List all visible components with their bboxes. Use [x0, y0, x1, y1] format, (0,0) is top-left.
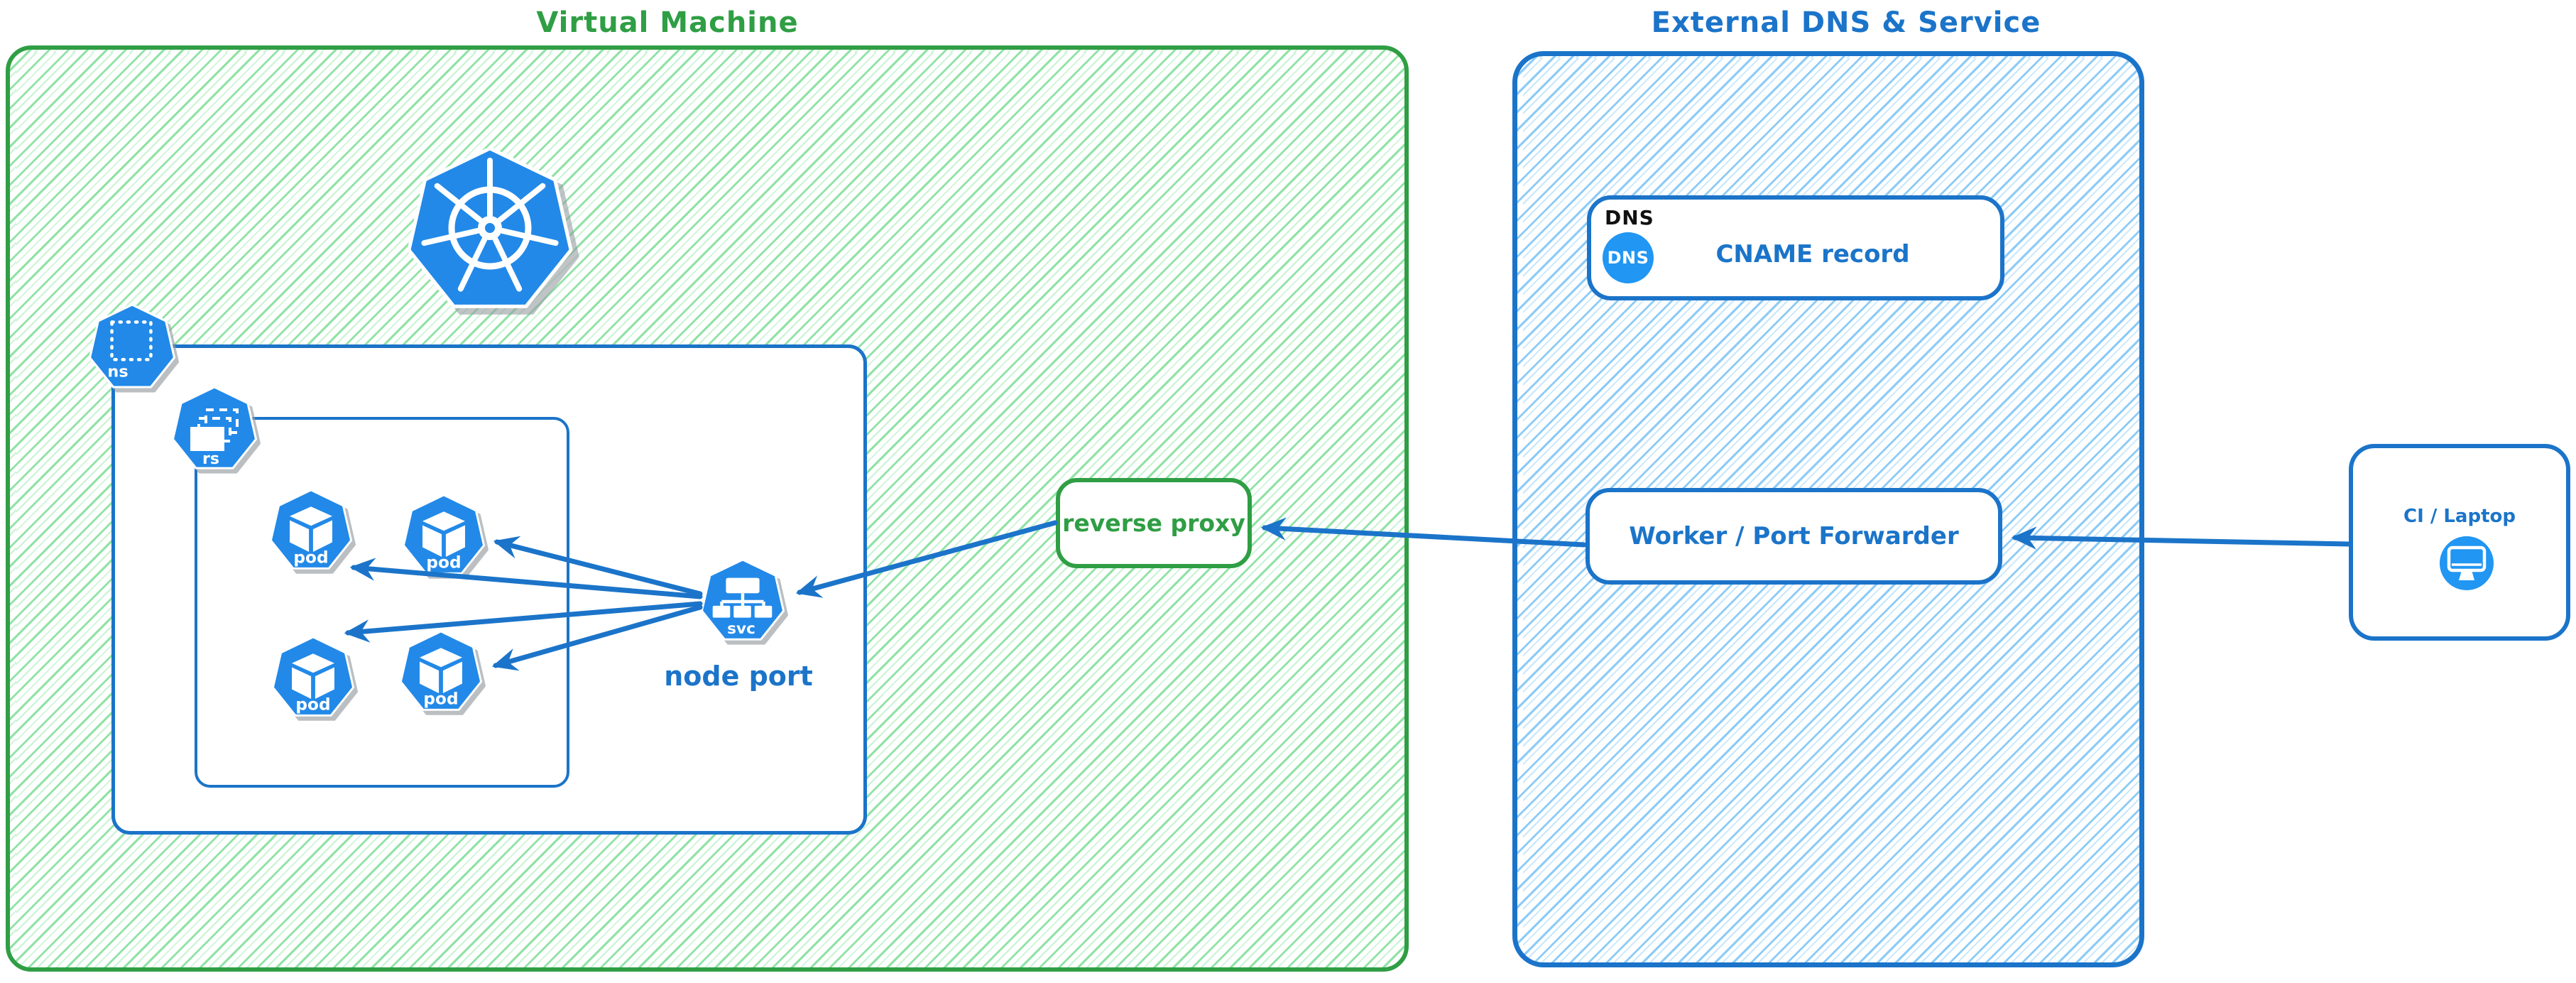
dns-tag-label: DNS — [1605, 206, 1654, 229]
cname-record-box — [1587, 195, 2004, 300]
dns-badge-icon: DNS — [1603, 232, 1654, 283]
pod-icon: pod — [270, 490, 352, 570]
kubernetes-logo-icon — [407, 148, 573, 308]
reverse-proxy-box: reverse proxy — [1056, 478, 1252, 568]
worker-port-forwarder-box: Worker / Port Forwarder — [1586, 488, 2002, 585]
dns-badge-label: DNS — [1607, 248, 1649, 268]
cname-record-label: CNAME record — [1715, 240, 1910, 268]
pod-icon: pod — [272, 637, 354, 717]
worker-port-forwarder-label: Worker / Port Forwarder — [1629, 522, 1959, 550]
pod-icon: pod — [403, 495, 485, 575]
node-port-label: node port — [664, 661, 813, 692]
replicaset-icon: rs — [172, 387, 257, 469]
pod-label: pod — [426, 553, 461, 572]
pod-label: pod — [295, 695, 330, 714]
namespace-label: ns — [107, 363, 128, 381]
external-dns-title: External DNS & Service — [1651, 6, 2041, 39]
service-icon: svc — [701, 560, 785, 641]
ci-laptop-label: CI / Laptop — [2403, 506, 2516, 527]
reverse-proxy-label: reverse proxy — [1062, 509, 1245, 537]
pod-label: pod — [423, 689, 458, 708]
virtual-machine-title: Virtual Machine — [536, 6, 799, 39]
pod-label: pod — [293, 548, 328, 567]
replicaset-label: rs — [202, 450, 219, 468]
monitor-icon — [2440, 536, 2494, 590]
replicaset-box — [195, 417, 569, 788]
namespace-icon: ns — [89, 305, 175, 389]
pod-icon: pod — [400, 631, 482, 711]
service-label: svc — [727, 620, 755, 638]
